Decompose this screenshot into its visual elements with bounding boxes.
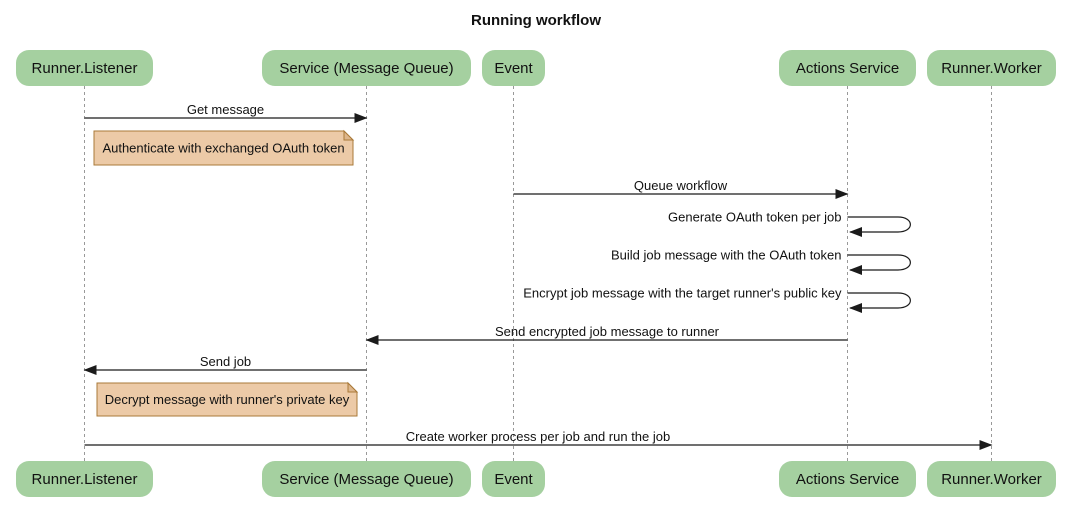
participant-label-actions-service-top: Actions Service	[796, 60, 899, 77]
note-decrypt: Decrypt message with runner's private ke…	[96, 381, 359, 417]
note-label: Authenticate with exchanged OAuth token	[102, 141, 344, 156]
message-selfloop-build-job-message	[847, 254, 911, 275]
diagram-title: Running workflow	[471, 12, 601, 29]
participant-box-runner-listener-bottom	[16, 461, 153, 497]
message-label-get-message: Get message	[187, 102, 264, 117]
participant-label-runner-listener-bottom: Runner.Listener	[32, 471, 138, 488]
participant-box-event-bottom	[482, 461, 545, 497]
participant-box-service-message-queue-top	[262, 50, 471, 86]
participant-label-service-message-queue-top: Service (Message Queue)	[279, 60, 453, 77]
participant-label-runner-worker-bottom: Runner.Worker	[941, 471, 1042, 488]
participant-box-service-message-queue-bottom	[262, 461, 471, 497]
note-body	[96, 382, 358, 417]
participant-box-event-top	[482, 50, 545, 86]
participant-label-actions-service-bottom: Actions Service	[796, 471, 899, 488]
participant-label-event-bottom: Event	[494, 471, 533, 488]
message-label-generate-oauth-token: Generate OAuth token per job	[668, 210, 841, 225]
note-body	[93, 130, 354, 166]
participants-bottom: Runner.Listener Service (Message Queue) …	[16, 461, 1056, 497]
message-selfloop-generate-oauth-token	[847, 216, 911, 237]
message-label-create-worker: Create worker process per job and run th…	[406, 429, 670, 444]
participant-label-service-message-queue-bottom: Service (Message Queue)	[279, 471, 453, 488]
participant-label-event-top: Event	[494, 60, 533, 77]
participant-box-runner-worker-bottom	[927, 461, 1056, 497]
participant-box-actions-service-bottom	[779, 461, 916, 497]
participant-box-actions-service-top	[779, 50, 916, 86]
message-label-send-job: Send job	[200, 354, 251, 369]
message-selfloop-encrypt-job-message	[847, 292, 911, 313]
note-fold-corner	[343, 129, 355, 141]
participant-label-runner-listener-top: Runner.Listener	[32, 60, 138, 77]
note-fold-corner	[347, 381, 359, 393]
participants-top: Runner.Listener Service (Message Queue) …	[16, 50, 1056, 86]
message-label-queue-workflow: Queue workflow	[634, 178, 728, 193]
message-label-send-encrypted-job: Send encrypted job message to runner	[495, 324, 720, 339]
message-label-build-job-message: Build job message with the OAuth token	[611, 248, 842, 263]
participant-box-runner-listener-top	[16, 50, 153, 86]
note-label: Decrypt message with runner's private ke…	[105, 392, 350, 407]
participant-label-runner-worker-top: Runner.Worker	[941, 60, 1042, 77]
note-authenticate: Authenticate with exchanged OAuth token	[93, 129, 355, 166]
participant-box-runner-worker-top	[927, 50, 1056, 86]
message-label-encrypt-job-message: Encrypt job message with the target runn…	[523, 286, 842, 301]
